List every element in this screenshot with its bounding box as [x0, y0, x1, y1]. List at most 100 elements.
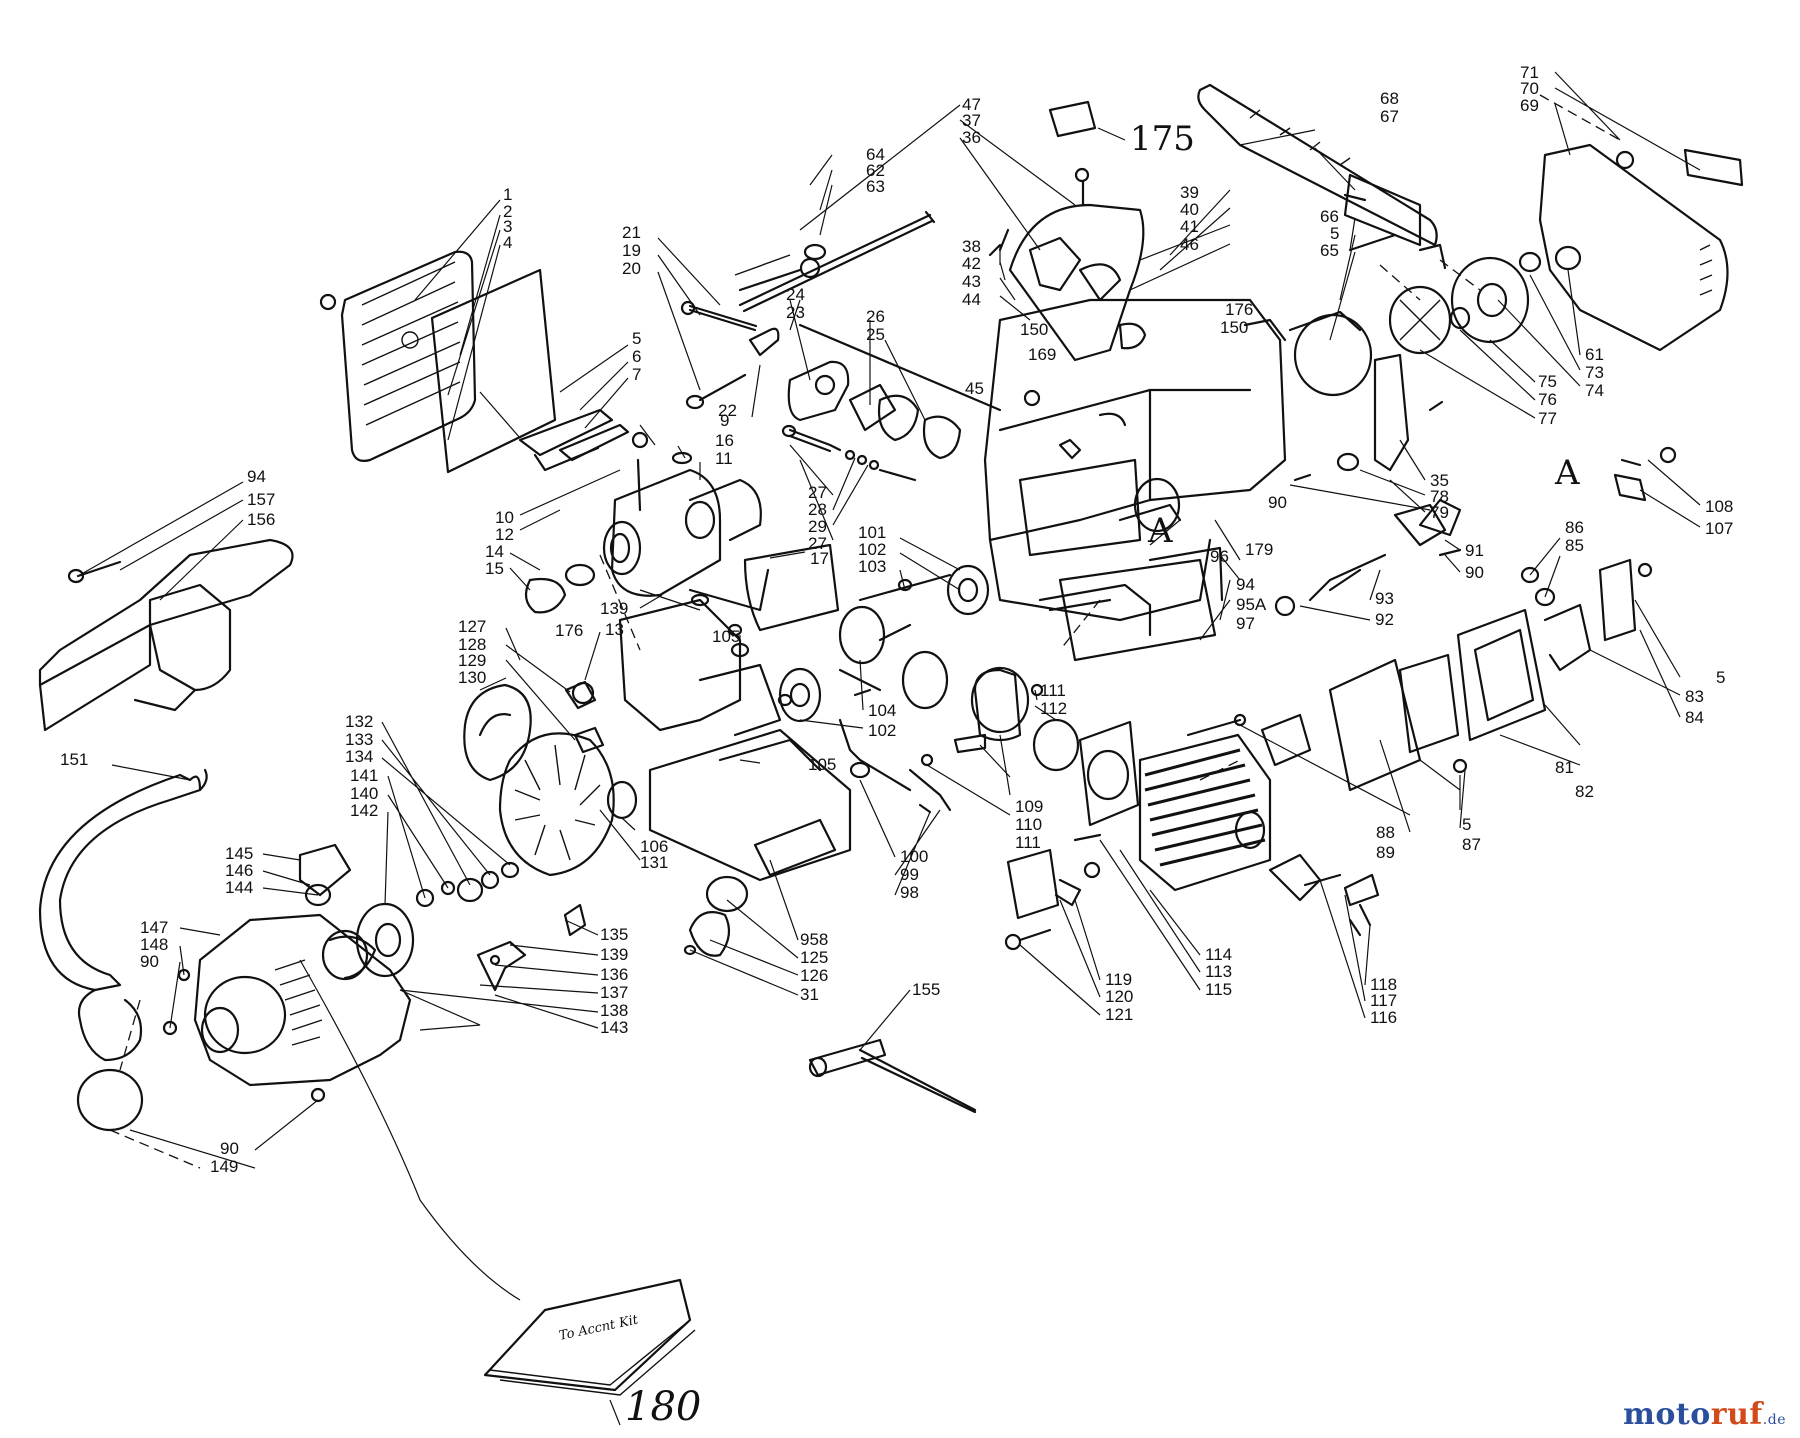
callout-11: 11: [715, 449, 733, 468]
callout-21: 21: [622, 223, 641, 242]
callout-150a: 150: [1020, 320, 1048, 339]
callout-86: 86: [1565, 518, 1584, 537]
callout-66: 66: [1320, 207, 1339, 226]
callout-118: 118: [1370, 975, 1397, 994]
callout-146: 146: [225, 861, 253, 880]
callout-105b: 105: [808, 755, 836, 774]
starter-rope-part: [299, 959, 521, 1301]
callout-128: 128: [458, 635, 486, 654]
callout-90c: 90: [140, 952, 159, 971]
callout-3: 3: [503, 217, 512, 236]
callout-69: 69: [1520, 96, 1539, 115]
callout-101: 101: [858, 523, 886, 542]
callout-102b: 102: [868, 721, 896, 740]
callout-76: 76: [1538, 390, 1557, 409]
callout-7: 7: [632, 365, 641, 384]
callout-82: 82: [1575, 782, 1594, 801]
crankcase-part: [983, 167, 1287, 662]
cylinder-part: [1073, 720, 1272, 892]
callout-111b: 111: [1015, 833, 1041, 852]
chain-catcher-part: [1336, 353, 1444, 472]
callout-141: 141: [350, 766, 378, 785]
callout-97: 97: [1236, 614, 1255, 633]
callout-83: 83: [1685, 687, 1704, 706]
callout-131: 131: [640, 853, 668, 872]
callout-17: 17: [810, 549, 829, 568]
callout-102a: 102: [858, 540, 886, 559]
callout-5d: 5: [1462, 815, 1471, 834]
flywheel-part: [498, 732, 615, 877]
kit-pouch-note: To Accnt Kit: [558, 1312, 641, 1344]
oil-pump-shaft-part: [838, 718, 952, 814]
callout-143: 143: [600, 1018, 628, 1037]
accessory-kit-pouch-part: [483, 1278, 696, 1426]
callout-40: 40: [1180, 200, 1199, 219]
callout-136: 136: [600, 965, 628, 984]
gasket-part: [1038, 583, 1152, 637]
callout-5a: 5: [632, 329, 641, 348]
callout-99: 99: [900, 865, 919, 884]
callout-16: 16: [715, 431, 734, 450]
spark-plug-part: [1268, 853, 1380, 937]
callout-958: 958: [800, 930, 828, 949]
callout-79: 79: [1430, 503, 1449, 522]
flywheel-nut-washer-part: [456, 861, 520, 903]
callout-81: 81: [1555, 758, 1574, 777]
callout-47: 47: [962, 95, 981, 114]
callout-126: 126: [800, 966, 828, 985]
callout-22: 22: [718, 401, 737, 420]
long-bolts-part: [734, 210, 1002, 412]
callout-149: 149: [210, 1157, 238, 1176]
callout-15: 15: [485, 559, 504, 578]
callout-90a: 90: [1268, 493, 1287, 512]
callout-a2: A: [1147, 511, 1173, 551]
callout-139b: 139: [600, 945, 628, 964]
flywheel-cover-part: [463, 680, 605, 782]
callout-95A: 95A: [1236, 595, 1267, 614]
callout-64: 64: [866, 145, 885, 164]
callout-61: 61: [1585, 345, 1604, 364]
callout-127: 127: [458, 617, 486, 636]
callout-112: 112: [1040, 699, 1067, 718]
callout-70: 70: [1520, 79, 1539, 98]
callout-144: 144: [225, 878, 253, 897]
callout-150b: 150: [1220, 318, 1248, 337]
callout-108: 108: [1705, 497, 1733, 516]
callout-63: 63: [866, 177, 885, 196]
callout-6: 6: [632, 347, 641, 366]
callout-88: 88: [1376, 823, 1395, 842]
callout-100: 100: [900, 847, 928, 866]
front-handle-part: [38, 768, 208, 1062]
callout-106: 106: [640, 837, 668, 856]
callout-129: 129: [458, 651, 486, 670]
callout-116: 116: [1370, 1008, 1397, 1027]
callout-84: 84: [1685, 708, 1704, 727]
callout-142: 142: [350, 801, 378, 820]
callout-1: 1: [503, 185, 512, 204]
callout-115: 115: [1205, 980, 1232, 999]
rear-handle-part: [38, 538, 294, 732]
callout-12: 12: [495, 525, 514, 544]
callout-180: 180: [625, 1384, 701, 1430]
callout-98: 98: [900, 883, 919, 902]
callout-140: 140: [350, 784, 378, 803]
callout-91: 91: [1465, 541, 1484, 560]
callout-109: 109: [1015, 797, 1043, 816]
callout-24: 24: [786, 285, 805, 304]
starter-pulley-part: [355, 880, 456, 978]
callout-74: 74: [1585, 381, 1604, 400]
callout-28: 28: [808, 500, 827, 519]
carburetor-part: [524, 431, 840, 632]
air-filter-cap-part: [76, 1068, 144, 1132]
callout-27a: 27: [808, 483, 827, 502]
side-cover-part: [1538, 94, 1744, 352]
callout-67: 67: [1380, 107, 1399, 126]
callout-2: 2: [503, 202, 512, 221]
callout-148: 148: [140, 935, 168, 954]
watermark-part-3: .de: [1762, 1412, 1786, 1428]
watermark-part-2: ruf: [1710, 1397, 1763, 1432]
callout-68: 68: [1380, 89, 1399, 108]
guide-bar-part: [1197, 83, 1438, 247]
callout-135: 135: [600, 925, 628, 944]
callout-113: 113: [1205, 962, 1232, 981]
